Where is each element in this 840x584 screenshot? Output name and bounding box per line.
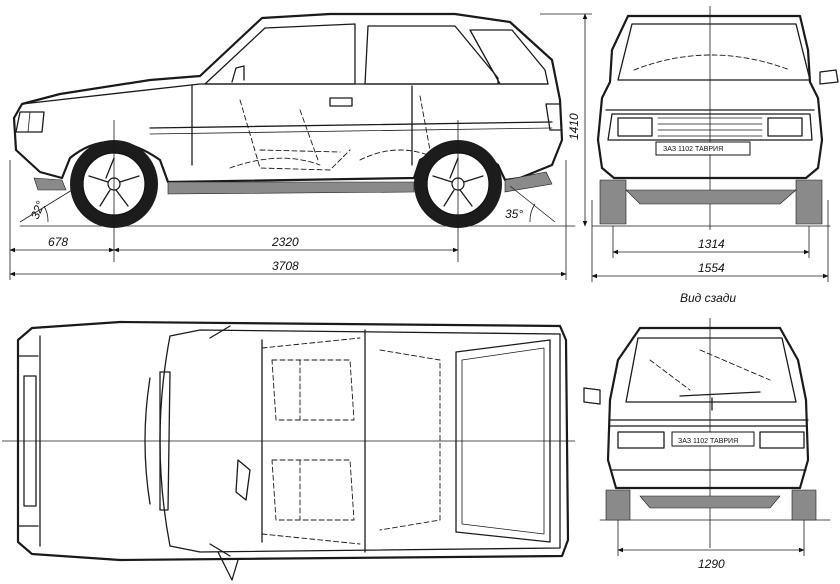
dim-height: 1410 xyxy=(567,113,581,140)
front-license-plate: ЗАЗ 1102 ТАВРИЯ xyxy=(663,146,723,153)
departure-angle: 35° xyxy=(505,207,523,221)
top-view xyxy=(2,320,575,581)
rear-license-plate: ЗАЗ 1102 ТАВРИЯ xyxy=(678,438,738,445)
dim-overall-length: 3708 xyxy=(272,259,299,273)
rear-view-caption: Вид сзади xyxy=(680,291,736,305)
dim-front-overhang: 678 xyxy=(48,235,68,249)
side-view xyxy=(9,12,592,280)
rear-view xyxy=(583,318,831,556)
front-view xyxy=(591,6,839,282)
dim-overall-width: 1554 xyxy=(698,261,725,275)
dim-track-rear: 1290 xyxy=(698,557,725,571)
rear-wheel xyxy=(414,140,502,228)
approach-angle: 32° xyxy=(28,199,48,221)
dim-wheelbase: 2320 xyxy=(271,235,299,249)
dim-track-front: 1314 xyxy=(698,237,725,251)
